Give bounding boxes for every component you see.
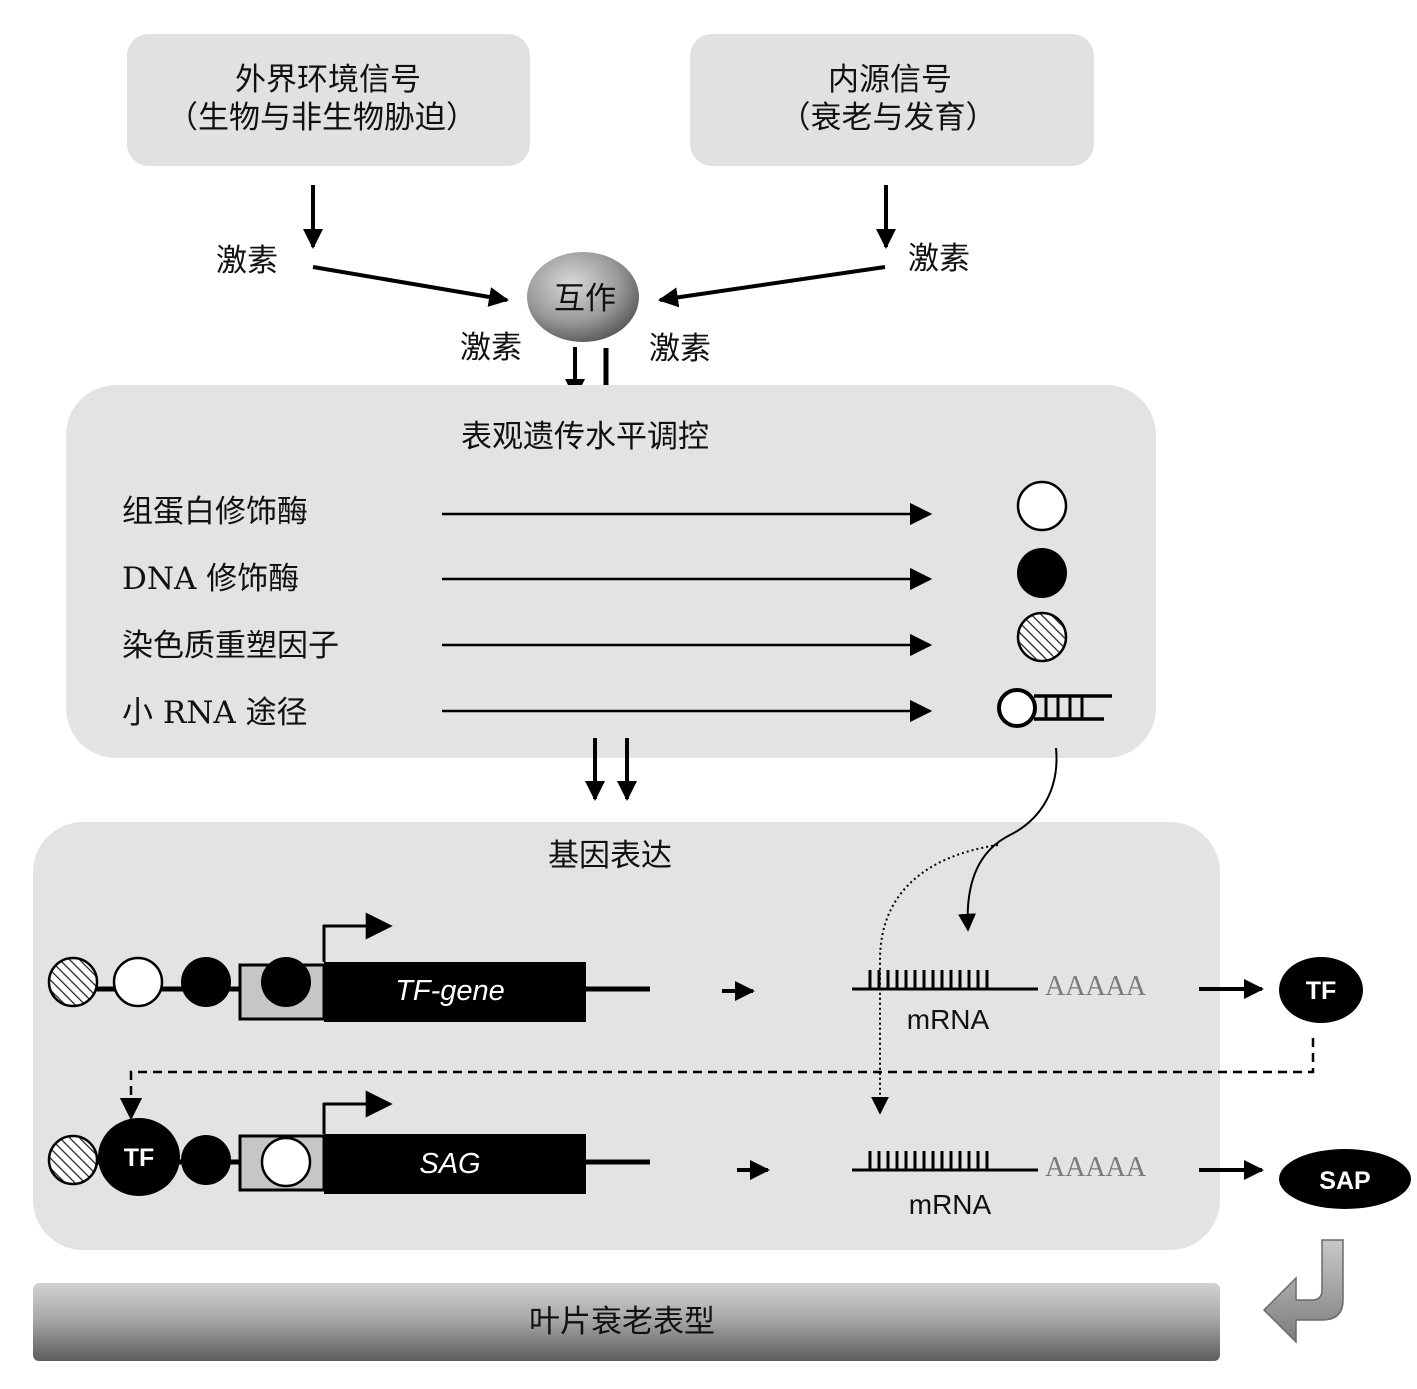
sap-protein-label: SAP <box>1319 1167 1370 1195</box>
epigenetic-title: 表观遗传水平调控 <box>461 419 709 455</box>
gene-body <box>324 1134 586 1194</box>
filled-circle-icon <box>261 957 311 1007</box>
hormone-label-lower-left: 激素 <box>460 330 522 366</box>
arrow-hormone-left <box>312 265 509 307</box>
tf-protein-label: TF <box>1306 977 1337 1005</box>
sap-protein: SAP <box>1279 1149 1411 1209</box>
hatched-circle-icon <box>47 956 99 1008</box>
tf-bound-icon <box>98 1118 180 1196</box>
mrna-tf: AAAAA mRNA <box>852 970 1147 1035</box>
phenotype-label: 叶片衰老表型 <box>529 1304 715 1340</box>
hairpin-rna-icon <box>997 688 1112 728</box>
gene-name-tf: TF-gene <box>395 975 505 1007</box>
small-rna-to-mrna-curve <box>958 747 1058 932</box>
polya-tail: AAAAA <box>1045 1152 1147 1183</box>
arrow-hormone-right <box>658 265 886 308</box>
hatched-circle-icon <box>47 1134 99 1186</box>
hormone-label-left: 激素 <box>216 243 278 279</box>
epigenetic-item-chromatin: 染色质重塑因子 <box>122 628 339 664</box>
interaction-label: 互作 <box>554 281 616 317</box>
gene-name-sag: SAG <box>419 1148 480 1180</box>
interaction-node: 互作 <box>527 252 639 342</box>
external-signal-title: 外界环境信号 <box>235 62 421 98</box>
small-rna-to-sag-mrna-dotted <box>871 844 999 1115</box>
hatched-circle-icon <box>1016 611 1068 663</box>
curled-arrow-to-phenotype <box>1262 1239 1344 1344</box>
internal-signal-title: 内源信号 <box>828 62 952 98</box>
filled-circle-icon <box>1017 548 1067 598</box>
open-circle-icon <box>112 956 164 1008</box>
epigenetic-item-dna: DNA 修饰酶 <box>122 561 299 597</box>
tf-protein: TF <box>1279 957 1363 1023</box>
open-circle-icon <box>260 1136 312 1188</box>
epigenetic-panel: 表观遗传水平调控 组蛋白修饰酶 DNA 修饰酶 染色质重塑因子 小 RNA 途径 <box>66 385 1156 758</box>
filled-circle-icon <box>181 1135 231 1185</box>
epigenetic-item-small-rna: 小 RNA 途径 <box>122 695 308 731</box>
external-signal-subtitle: （生物与非生物胁迫） <box>167 100 477 136</box>
gene-body <box>324 962 586 1022</box>
gene-expression-title: 基因表达 <box>548 838 672 874</box>
hormone-label-lower-right: 激素 <box>649 331 711 367</box>
hormone-label-right: 激素 <box>908 241 970 277</box>
tf-gene-locus: TF-gene <box>47 912 650 1022</box>
internal-signal-box: 内源信号 （衰老与发育） <box>690 34 1094 166</box>
sag-locus: TF SAG <box>47 1090 650 1196</box>
open-circle-icon <box>1016 480 1068 532</box>
gene-expression-panel: 基因表达 TF-gene AAAAA mRNA TF <box>33 822 1411 1250</box>
mrna-sag: AAAAA mRNA <box>852 1151 1147 1220</box>
internal-signal-subtitle: （衰老与发育） <box>780 100 997 136</box>
epigenetic-item-histone: 组蛋白修饰酶 <box>122 494 308 530</box>
tf-bound-label: TF <box>124 1144 155 1172</box>
external-signal-box: 外界环境信号 （生物与非生物胁迫） <box>127 34 530 166</box>
phenotype-bar: 叶片衰老表型 <box>33 1283 1220 1361</box>
polya-tail: AAAAA <box>1045 971 1147 1002</box>
tf-feedback-dashed-line <box>119 1038 1315 1121</box>
mrna-label: mRNA <box>907 1004 990 1035</box>
mrna-label: mRNA <box>909 1189 992 1220</box>
filled-circle-icon <box>181 957 231 1007</box>
